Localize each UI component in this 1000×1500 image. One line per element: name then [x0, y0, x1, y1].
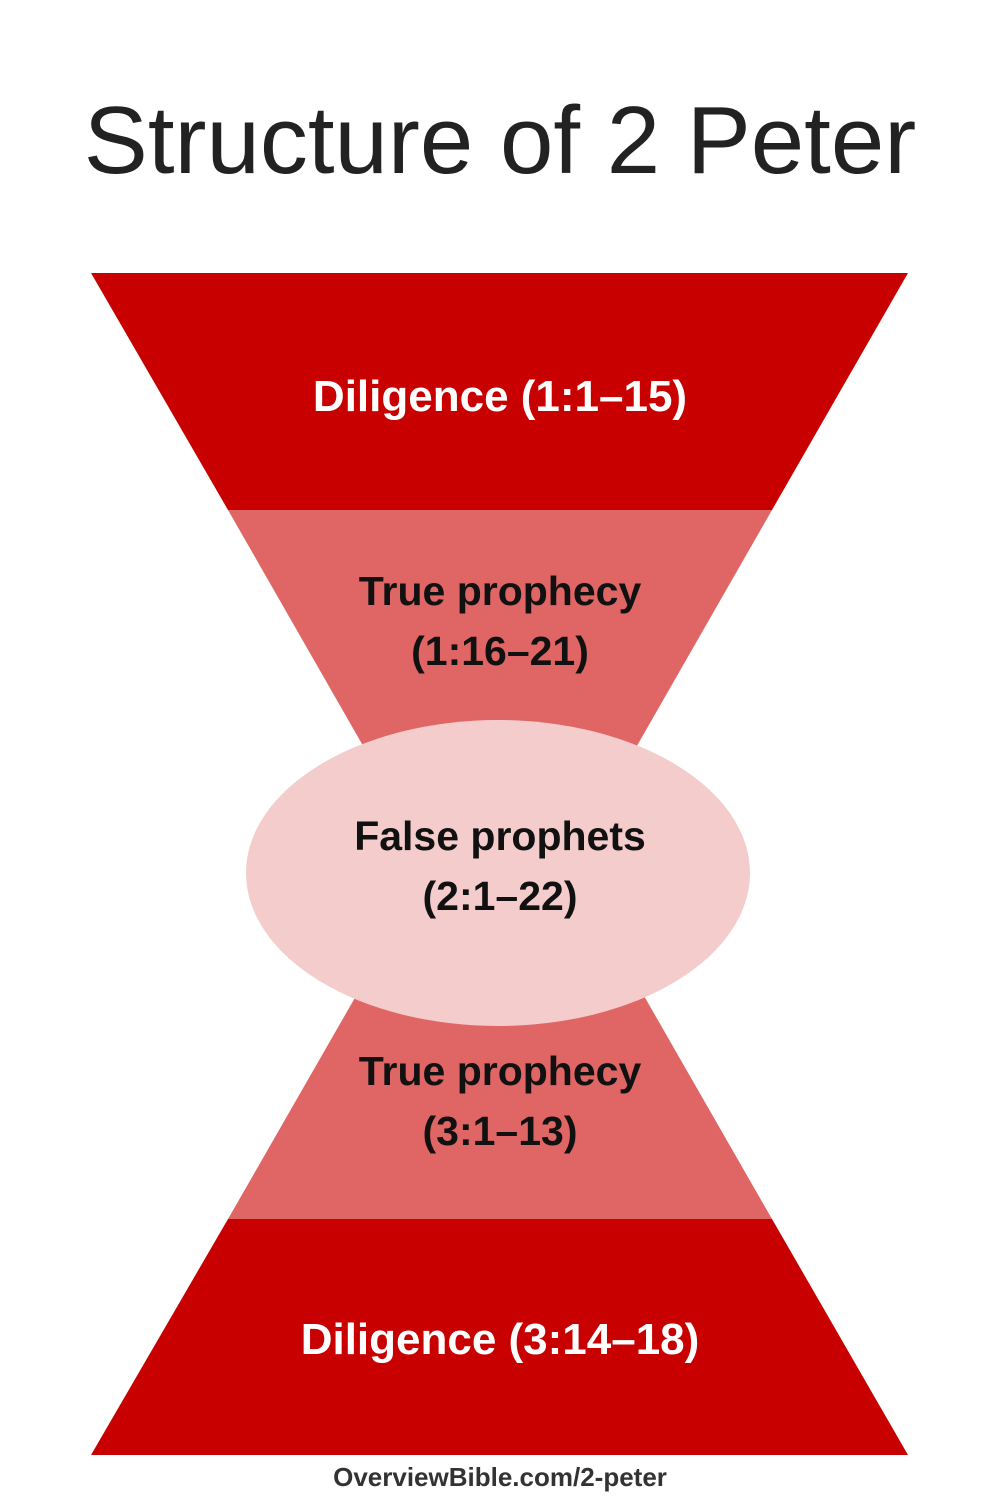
label-true-prophecy-upper-line1: True prophecy	[358, 568, 642, 614]
section-diligence-bottom	[91, 1219, 908, 1455]
label-false-prophets-line1: False prophets	[354, 813, 646, 859]
section-diligence-top	[91, 273, 908, 510]
footer-url: OverviewBible.com/2-peter	[333, 1462, 667, 1492]
label-true-prophecy-upper: True prophecy (1:16–21)	[0, 561, 1000, 681]
section-false-prophets	[246, 720, 750, 1026]
label-diligence-top-line1: Diligence (1:1–15)	[312, 372, 688, 421]
page-title: Structure of 2 Peter	[83, 87, 917, 194]
label-diligence-bottom-line1: Diligence (3:14–18)	[300, 1315, 700, 1364]
label-true-prophecy-upper-line2: (1:16–21)	[411, 628, 589, 674]
label-diligence-bottom: Diligence (3:14–18)	[0, 1310, 1000, 1370]
label-true-prophecy-lower-line1: True prophecy	[358, 1048, 642, 1094]
label-true-prophecy-lower: True prophecy (3:1–13)	[0, 1041, 1000, 1161]
label-true-prophecy-lower-line2: (3:1–13)	[422, 1108, 578, 1154]
label-false-prophets-line2: (2:1–22)	[422, 873, 578, 919]
label-false-prophets: False prophets (2:1–22)	[0, 806, 1000, 926]
label-diligence-top: Diligence (1:1–15)	[0, 367, 1000, 427]
